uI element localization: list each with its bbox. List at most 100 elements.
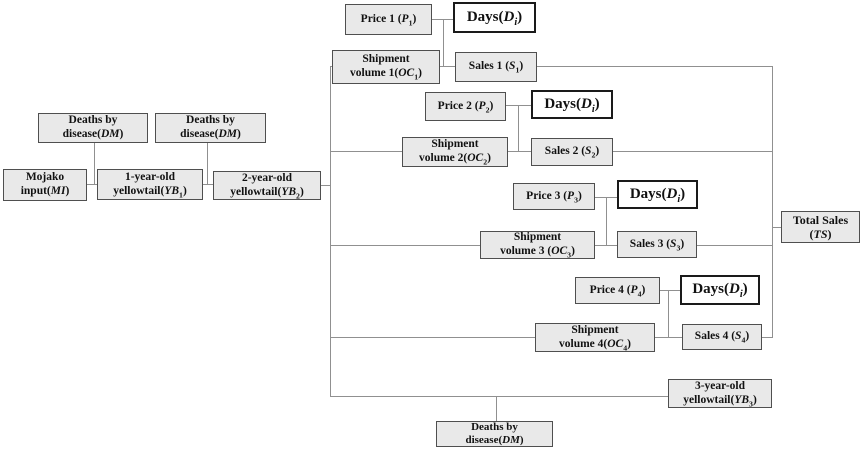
label-var: S [585, 145, 592, 158]
label-sub: 1 [515, 65, 520, 75]
label-line2: yellowtail(YB2) [230, 186, 304, 200]
label-var: OC [551, 245, 568, 257]
label-sub: 2 [483, 157, 488, 167]
label-pre: Sales 4 ( [694, 330, 736, 343]
node-sales-3: Sales 3 (S3) [617, 231, 697, 258]
connector-sales4-rightbus [762, 337, 773, 338]
label-sub: 3 [567, 250, 572, 260]
node-price-3: Price 3 (P3) [513, 183, 595, 210]
label-pre: Price 4 ( [589, 283, 631, 296]
label-sub: 4 [741, 335, 746, 345]
connector-price1-flow [443, 19, 444, 67]
label-line2: volume 3 (OC3) [500, 245, 575, 259]
label-var: MI [50, 185, 66, 197]
label-pre: volume 4( [559, 337, 608, 350]
node-2-year-old-yellowtail: 2-year-old yellowtail(YB2) [213, 171, 321, 200]
node-total-sales: Total Sales (TS) [781, 211, 860, 243]
label-line2: disease(DM) [63, 128, 124, 142]
label-line2: volume 2(OC2) [419, 152, 491, 166]
label-post: ) [418, 67, 422, 79]
connector-shipment1-sales1 [440, 66, 455, 67]
label-post: ) [517, 8, 523, 25]
label-post: ) [182, 184, 187, 197]
node-shipment-volume-2: Shipment volume 2(OC2) [402, 137, 508, 167]
node-3-year-old-yellowtail: 3-year-old yellowtail(YB3) [668, 379, 772, 408]
label-line1: Deaths by [186, 114, 235, 127]
label-pre: volume 2( [419, 152, 468, 164]
node-price-2: Price 2 (P2) [425, 92, 506, 121]
node-shipment-volume-4: Shipment volume 4(OC4) [535, 323, 655, 352]
node-sales-1: Sales 1 (S1) [455, 52, 537, 82]
label-post: ) [742, 281, 748, 298]
label-var: OC [467, 152, 484, 164]
label-post: ) [519, 434, 524, 446]
label-var: YB [164, 184, 180, 197]
label-post: ) [299, 185, 304, 198]
node-deaths-by-disease-1: Deaths by disease(DM) [38, 113, 148, 143]
label-line1: Deaths by [68, 114, 118, 127]
label-sub: 3 [749, 398, 753, 408]
label-pre: volume 1( [350, 67, 399, 79]
node-shipment-volume-3: Shipment volume 3 (OC3) [480, 231, 595, 259]
node-days-4: Days(Di) [680, 275, 760, 305]
label-pre: Price 1 ( [360, 12, 402, 25]
connector-bus-shipment3 [330, 245, 480, 246]
connector-right-bus [772, 66, 773, 338]
label-post: ) [412, 12, 417, 25]
label-pre: yellowtail( [230, 185, 282, 198]
label-line1: Days(Di) [692, 281, 748, 301]
label-pre: Price 3 ( [526, 189, 568, 202]
label-line1: 3-year-old [694, 379, 746, 392]
connector-sales3-rightbus [697, 245, 773, 246]
connector-yb1-yb2 [203, 184, 213, 185]
label-post: ) [519, 60, 524, 73]
label-pre: Days( [466, 8, 504, 25]
label-sub: 2 [296, 190, 300, 200]
label-post: ) [595, 145, 600, 158]
label-sub: i [739, 289, 743, 301]
label-line2: input(MI) [21, 185, 70, 199]
node-sales-2: Sales 2 (S2) [531, 138, 613, 166]
label-line2: (TS) [809, 227, 831, 241]
label-pre: disease( [465, 434, 503, 446]
label-line2: disease(DM) [465, 434, 523, 447]
label-post: ) [487, 152, 491, 164]
label-line1: Sales 1 (S1) [469, 60, 523, 74]
node-deaths-by-disease-2: Deaths by disease(DM) [155, 113, 266, 143]
label-var: YB [734, 393, 750, 406]
label-pre: yellowtail( [113, 184, 165, 197]
label-line1: Total Sales [792, 212, 849, 227]
label-post: ) [489, 99, 494, 112]
label-line1: Mojako [25, 171, 65, 184]
label-var: P [567, 189, 575, 202]
label-post: ) [571, 245, 575, 257]
label-line2: volume 4(OC4) [559, 338, 631, 352]
connector-price3-flow [606, 197, 607, 246]
label-post: ) [680, 185, 686, 202]
label-sub: 2 [591, 150, 596, 160]
connector-price4-days4 [660, 290, 680, 291]
label-sub: i [591, 103, 595, 115]
label-line1: 2-year-old [241, 171, 293, 184]
label-post: ) [745, 330, 750, 343]
label-var: YB [281, 185, 297, 198]
label-pre: yellowtail( [683, 393, 735, 406]
label-pre: Days( [692, 281, 729, 298]
label-sub: 2 [485, 105, 490, 115]
label-sub: i [514, 16, 518, 28]
label-post: ) [65, 185, 70, 197]
node-days-1: Days(Di) [453, 2, 536, 33]
label-var: D [666, 185, 678, 202]
label-line1: Sales 3 (S3) [630, 238, 684, 252]
label-line2: yellowtail(YB3) [683, 394, 757, 408]
label-post: ) [119, 128, 124, 140]
label-post: ) [594, 95, 600, 112]
label-line1: 1-year-old [124, 170, 176, 183]
label-post: ) [752, 393, 757, 406]
label-post: ) [827, 227, 832, 241]
connector-sales2-rightbus [613, 151, 773, 152]
label-line1: Days(Di) [544, 95, 600, 115]
label-pre: input( [20, 185, 51, 197]
label-sub: 3 [574, 195, 578, 205]
